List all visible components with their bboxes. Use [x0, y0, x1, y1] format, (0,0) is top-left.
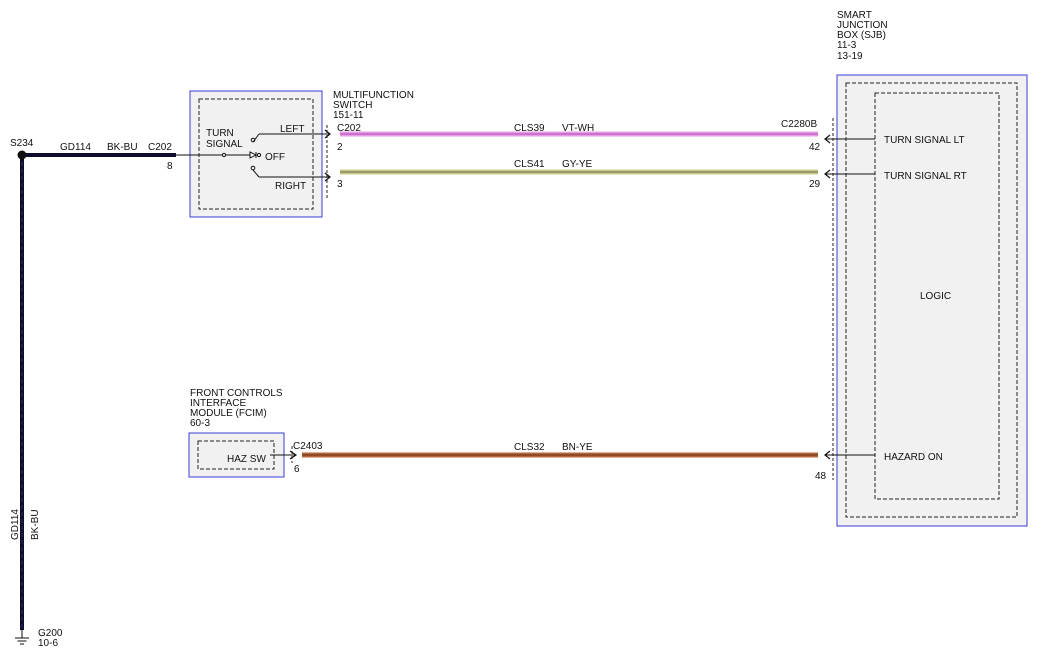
wire-left-pin: 6: [294, 464, 300, 475]
haz-sw-label: HAZ SW: [227, 454, 266, 465]
mfs-connector-label: C202: [337, 123, 361, 134]
ground-id-label: G200: [38, 628, 63, 639]
position-right-label: RIGHT: [275, 181, 306, 192]
svg-text:SWITCH: SWITCH: [333, 100, 372, 111]
wire-color-label: VT-WH: [562, 123, 594, 134]
ground-circuit: S234 GD114 BK-BU C202 8 GD114 BK-BU G200…: [10, 138, 176, 649]
svg-text:SMART: SMART: [837, 10, 872, 21]
ground-vertical-circuit: GD114: [10, 509, 21, 540]
ground-symbol-icon: [15, 630, 29, 645]
connector-arrow-icon: [824, 134, 831, 144]
switch-contact-icon: [249, 133, 262, 178]
svg-text:MODULE (FCIM): MODULE (FCIM): [190, 408, 267, 419]
ground-pin-label: 8: [167, 161, 173, 172]
ground-vertical-color: BK-BU: [30, 509, 41, 540]
wire-right-pin: 29: [809, 179, 821, 190]
svg-text:11-3: 11-3: [837, 40, 857, 51]
wire-cls41[interactable]: CLS41 GY-YE 3 29: [337, 159, 821, 190]
multifunction-switch[interactable]: TURN SIGNAL LEFT OFF RIGHT: [176, 90, 331, 218]
splice-label: S234: [10, 138, 34, 149]
input-turn-lt-label: TURN SIGNAL LT: [884, 135, 965, 146]
position-off-label: OFF: [265, 152, 285, 163]
svg-text:13-19: 13-19: [837, 51, 863, 62]
svg-text:BOX (SJB): BOX (SJB): [837, 30, 886, 41]
svg-text:INTERFACE: INTERFACE: [190, 398, 246, 409]
splice-point: [17, 150, 27, 160]
wire-cls32[interactable]: CLS32 BN-YE 6 48: [294, 442, 827, 482]
wire-cls39[interactable]: CLS39 VT-WH 2 42: [337, 123, 821, 153]
logic-label: LOGIC: [920, 291, 951, 302]
turn-signal-label-line2: SIGNAL: [206, 139, 243, 150]
wire-circuit-label: CLS39: [514, 123, 545, 134]
wire-right-pin: 42: [809, 142, 821, 153]
ground-circuit-label: GD114: [60, 142, 91, 153]
wire-right-pin: 48: [815, 471, 827, 482]
connector-arrow-icon: [324, 172, 331, 182]
connector-arrow-icon: [824, 169, 831, 179]
sjb-title: SMART JUNCTION BOX (SJB) 11-3 13-19 C228…: [781, 10, 888, 130]
svg-text:60-3: 60-3: [190, 418, 210, 429]
svg-text:151-11: 151-11: [333, 110, 364, 121]
fcim-connector-label: C2403: [293, 441, 323, 452]
wire-circuit-label: CLS41: [514, 159, 545, 170]
sjb-module[interactable]: TURN SIGNAL LT TURN SIGNAL RT HAZARD ON …: [824, 74, 1028, 527]
svg-text:FRONT CONTROLS: FRONT CONTROLS: [190, 388, 283, 399]
connector-arrow-icon: [824, 450, 831, 460]
sjb-connector-label: C2280B: [781, 119, 817, 130]
multifunction-switch-title: MULTIFUNCTION SWITCH 151-11 C202: [333, 90, 414, 134]
ground-connector-label: C202: [148, 142, 172, 153]
input-turn-rt-label: TURN SIGNAL RT: [884, 171, 967, 182]
svg-text:JUNCTION: JUNCTION: [837, 20, 888, 31]
ground-color-label: BK-BU: [107, 142, 138, 153]
svg-text:MULTIFUNCTION: MULTIFUNCTION: [333, 90, 414, 101]
input-hazard-label: HAZARD ON: [884, 452, 943, 463]
wire-left-pin: 3: [337, 179, 343, 190]
wire-circuit-label: CLS32: [514, 442, 545, 453]
fcim-title: FRONT CONTROLS INTERFACE MODULE (FCIM) 6…: [190, 388, 283, 429]
wire-color-label: GY-YE: [562, 159, 593, 170]
turn-signal-label-line1: TURN: [206, 128, 234, 139]
fcim-module[interactable]: HAZ SW C2403: [188, 432, 323, 478]
wire-color-label: BN-YE: [562, 442, 593, 453]
ground-ref-label: 10-6: [38, 638, 58, 649]
wire-left-pin: 2: [337, 142, 343, 153]
position-left-label: LEFT: [280, 124, 304, 135]
